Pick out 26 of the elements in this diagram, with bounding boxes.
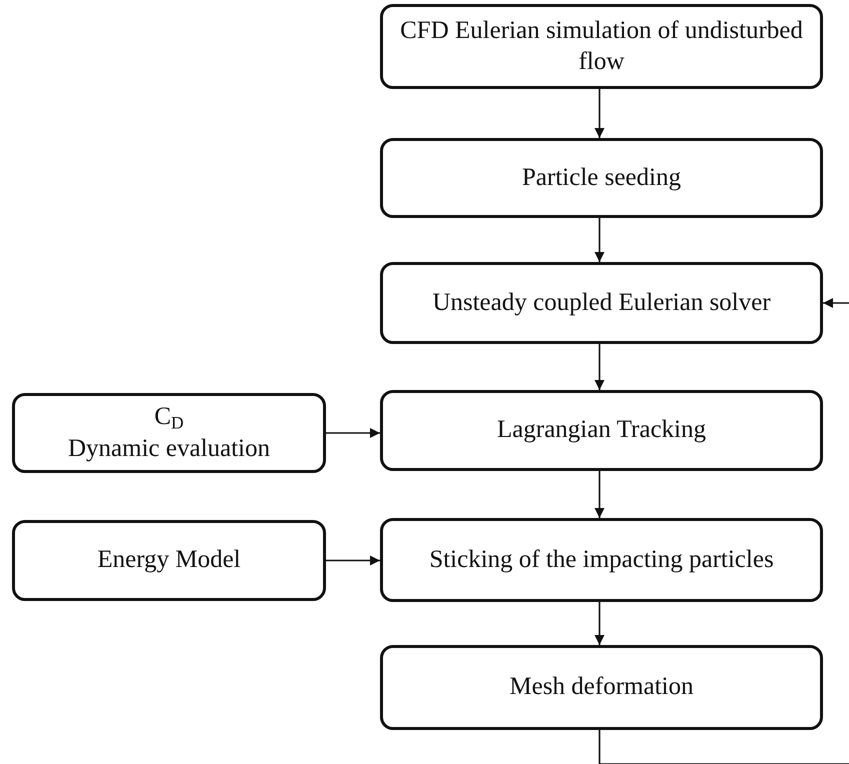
- arrow: [594, 471, 604, 518]
- box-label: Mesh deformation: [510, 672, 694, 702]
- box-label: Unsteady coupled Eulerian solver: [432, 288, 771, 318]
- arrow: [594, 602, 604, 645]
- box-label: Lagrangian Tracking: [497, 415, 706, 446]
- arrow: [823, 298, 849, 308]
- process-box: [380, 262, 823, 344]
- process-box: [12, 520, 326, 601]
- arrow: [326, 556, 380, 566]
- box-label: CFD Eulerian simulation of undisturbed flow: [399, 16, 804, 76]
- process-box: [380, 645, 823, 730]
- arrow: [326, 428, 380, 438]
- arrow: [594, 89, 604, 138]
- box-label: Sticking of the impacting particles: [429, 544, 774, 575]
- process-box: [380, 138, 823, 218]
- process-box: [12, 393, 326, 473]
- box-label: Dynamic evaluation: [68, 434, 270, 464]
- box-label: C$_{D}$: [154, 402, 184, 434]
- process-box: [380, 390, 823, 471]
- box-label: Energy Model: [97, 545, 241, 576]
- arrow: [594, 344, 604, 390]
- connector-line: [598, 730, 849, 764]
- process-box: [380, 518, 823, 602]
- arrow: [594, 218, 604, 262]
- process-box: [380, 4, 823, 89]
- box-label: Particle seeding: [522, 162, 681, 193]
